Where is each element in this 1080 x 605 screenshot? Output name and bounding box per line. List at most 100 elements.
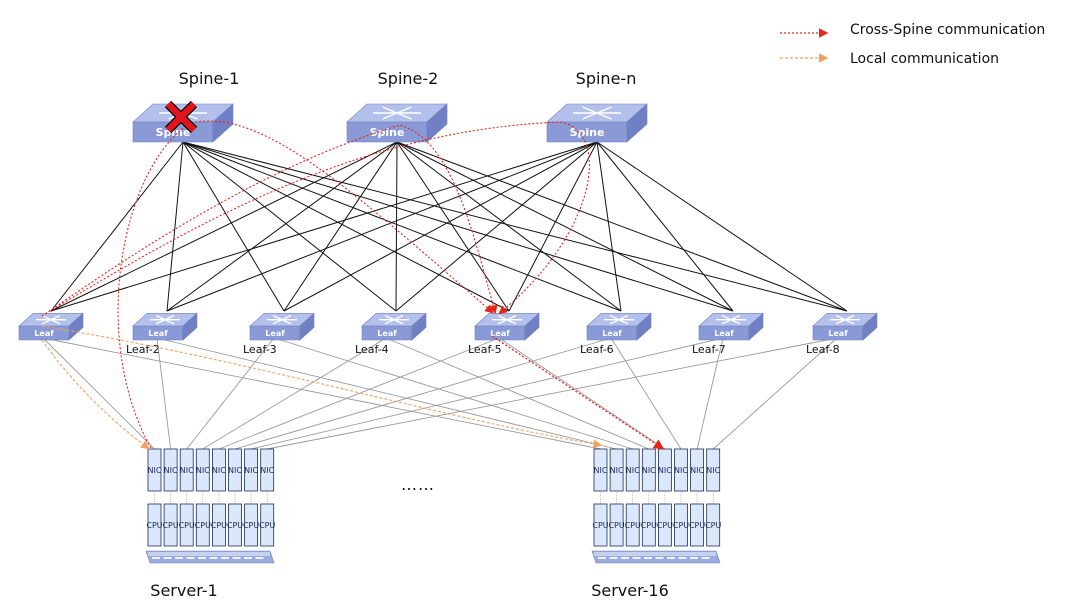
nic-box: NIC [260, 448, 275, 492]
cpu-box: CPU [259, 503, 275, 547]
nic-label: NIC [594, 466, 608, 475]
leaf-switch-icon[interactable]: Leaf [698, 312, 764, 341]
server-ellipsis: …… [401, 475, 435, 494]
legend-cross-spine-label: Cross-Spine communication [850, 22, 1045, 38]
cpu-box: CPU [641, 503, 657, 547]
nic-box: NIC [642, 448, 656, 492]
spine-switch-icon[interactable]: Spine [346, 103, 448, 143]
spine-leaf-link [396, 141, 622, 312]
cpu-box: CPU [243, 503, 259, 547]
spine-leaf-link [182, 141, 285, 312]
local-path [41, 325, 603, 450]
leaf-server-link [385, 337, 649, 450]
nic-box: NIC [196, 448, 210, 492]
cpu-box: CPU [179, 503, 195, 547]
spine-leaf-link [166, 141, 398, 312]
cpu-box: CPU [227, 503, 243, 547]
nic-box: NIC [148, 448, 162, 492]
leaf-label: Leaf-7 [692, 343, 726, 356]
cpu-box: CPU [211, 503, 227, 547]
cpu-label: CPU [705, 521, 721, 530]
cpu-box: CPU [146, 503, 163, 547]
spine-leaf-link [50, 141, 598, 312]
leaf-label: Leaf-8 [806, 343, 840, 356]
cpu-box: CPU [195, 503, 211, 547]
switch-icon-text: Spine [370, 126, 405, 139]
nic-box: NIC [610, 448, 624, 492]
cpu-box: CPU [162, 503, 179, 547]
server[interactable]: NIC CPU NIC CPU NIC CPU NIC CPU NIC CPU NIC CPU NIC C… [145, 448, 275, 600]
spine-leaf-link [396, 141, 848, 312]
nic-label: NIC [196, 466, 210, 475]
leaf-label: Leaf-4 [355, 343, 389, 356]
switch-icon-text: Leaf [714, 329, 734, 338]
leaf-server-links [42, 337, 838, 450]
spine-leaf-link [395, 141, 398, 312]
spine-leaf-link [166, 141, 598, 312]
nic-label: NIC [260, 466, 274, 475]
nic-box: NIC [244, 448, 258, 492]
cpu-label: CPU [608, 521, 624, 530]
switch-icon-text: Leaf [265, 329, 285, 338]
spine-switch-icon[interactable]: Spine [546, 103, 648, 143]
nic-label: NIC [164, 466, 178, 475]
leaf-label: Leaf-3 [243, 343, 277, 356]
server[interactable]: NICCPUNICCPUNICCPUNICCPUNICCPUNICCPUNICC… [591, 448, 721, 600]
spine-leaf-link [395, 141, 598, 312]
nic-box: NIC [594, 448, 608, 492]
cross-spine-path [41, 120, 665, 450]
leaf-switch-icon[interactable]: Leaf [361, 312, 427, 341]
nic-label: NIC [690, 466, 704, 475]
leaf-server-link [610, 337, 682, 450]
nic-label: NIC [674, 466, 688, 475]
leaf-switch-icon[interactable]: Leaf [812, 312, 878, 341]
spine-leaf-link [166, 141, 184, 312]
leaf-switch-icon[interactable]: Leaf [249, 312, 315, 341]
spine-label: Spine-n [576, 69, 637, 88]
switch-icon-text: Leaf [828, 329, 848, 338]
cpu-label: CPU [592, 521, 608, 530]
cpu-label: CPU [146, 521, 162, 530]
leaf-server-link [498, 337, 666, 450]
leaf-server-link [156, 337, 617, 450]
legend-local-label: Local communication [850, 51, 999, 67]
spine-label: Spine-1 [179, 69, 240, 88]
spine-leaf-link [182, 141, 510, 312]
nic-label: NIC [212, 466, 226, 475]
spine-leaf-link [396, 141, 734, 312]
spine-leaf-link [508, 141, 598, 312]
nic-label: NIC [706, 466, 720, 475]
leaf-server-link [250, 337, 724, 450]
local-path-a [41, 339, 150, 450]
nic-box: NIC [212, 448, 226, 492]
leaf-switch-icon[interactable]: Leaf [586, 312, 652, 341]
leaf-label: Leaf-5 [468, 343, 502, 356]
nic-label: NIC [610, 466, 624, 475]
spine-leaf-link [182, 141, 734, 312]
nic-label: NIC [180, 466, 194, 475]
spine-label: Spine-2 [378, 69, 439, 88]
nic-box: NIC [658, 448, 672, 492]
failure-x-icon [164, 100, 198, 134]
spine-leaf-link [182, 141, 622, 312]
server-chassis-icon [591, 550, 721, 564]
nic-box: NIC [690, 448, 704, 492]
server-layer: NICCPUNICCPUNICCPUNICCPUNICCPUNICCPUNICC… [145, 448, 721, 600]
nic-label: NIC [244, 466, 258, 475]
nic-box: NIC [164, 448, 178, 492]
cpu-box: CPU [705, 503, 721, 547]
cpu-label: CPU [162, 521, 178, 530]
leaf-server-link [273, 337, 633, 450]
leaf-switch-icon[interactable]: Leaf [132, 312, 198, 341]
cpu-label: CPU [243, 521, 259, 530]
leaf-switch-icon[interactable]: Leaf [474, 312, 540, 341]
leaf-server-link [42, 337, 601, 450]
cpu-box: CPU [689, 503, 705, 547]
leaf-server-link [156, 337, 172, 450]
leaf-switch-icon[interactable]: Leaf [18, 312, 84, 341]
cpu-label: CPU [195, 521, 211, 530]
spine-leaf-link [283, 141, 398, 312]
cross-spine-path-b [41, 124, 498, 317]
